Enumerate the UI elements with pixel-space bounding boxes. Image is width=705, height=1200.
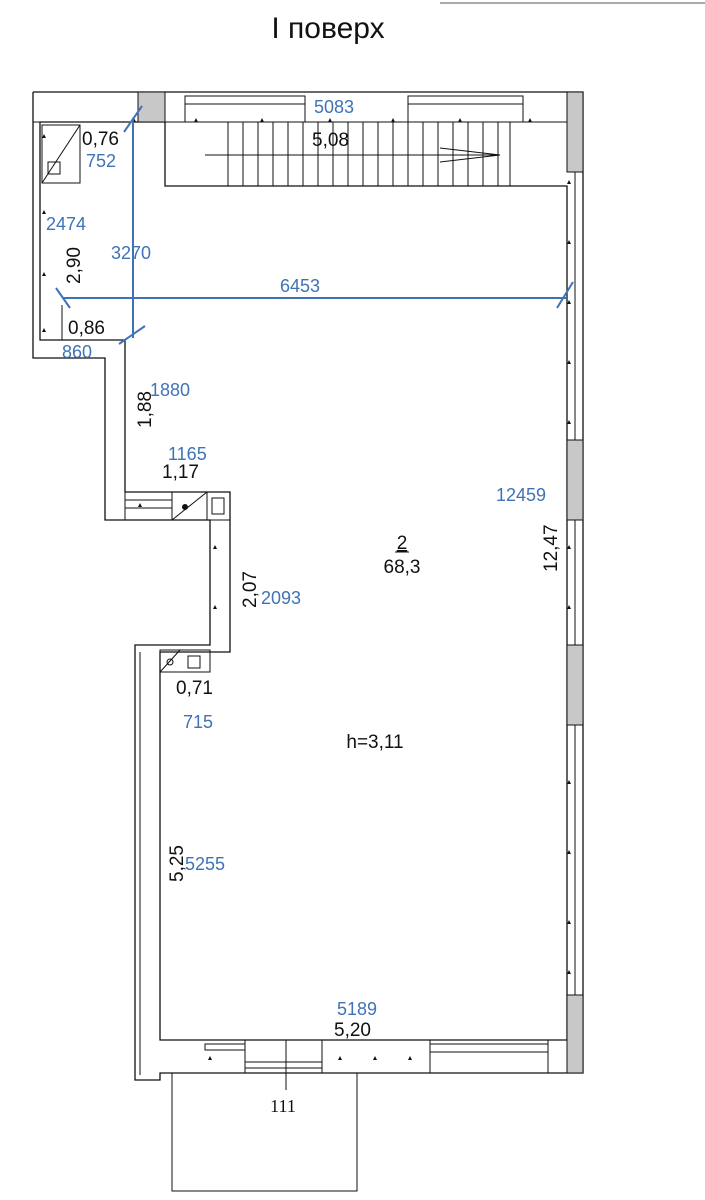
- dim-right-wall-mm: 12459: [496, 485, 546, 505]
- dim-left-wall-upper-mm: 2474: [46, 214, 86, 234]
- dim-left-mid-mm: 1880: [150, 380, 190, 400]
- dim-left-lower-mm: 5255: [185, 854, 225, 874]
- dim-left-step-m: 0,86: [68, 318, 105, 339]
- dim-right-wall-m: 12,47: [541, 524, 562, 572]
- lower-left-shaft: [159, 649, 211, 673]
- dim-bottom-wall-mm: 5189: [337, 999, 377, 1019]
- entrance-porch: [171, 1040, 358, 1192]
- room-height: h=3,11: [346, 732, 403, 753]
- dim-upper-left-short-mm: 752: [86, 151, 116, 171]
- left-step-wall: [61, 305, 125, 341]
- dim-left-offset-m: 1,17: [162, 462, 199, 483]
- top-wall-detail: [33, 91, 567, 123]
- dim-small-offset-m: 0,71: [176, 678, 213, 699]
- dim-top-wall-m: 5,08: [312, 130, 349, 151]
- room-area: 68,3: [384, 557, 421, 578]
- dim-center-wall-mm: 2093: [261, 588, 301, 608]
- dim-left-lower-m: 5,25: [167, 845, 188, 882]
- upper-left-shaft: [41, 124, 81, 184]
- staircase: [164, 121, 511, 187]
- blue-dimension-labels: 5083 752 2474 3270 6453 860 1880 1165 20…: [46, 97, 546, 1019]
- black-dimension-labels: 5,08 0,76 2,90 0,86 1,88 1,17 2,07 0,71 …: [64, 129, 562, 1041]
- entrance-label: 111: [270, 1096, 296, 1116]
- dim-diagonal-horizontal-mm: 6453: [280, 276, 320, 296]
- room-labels: 2 68,3 h=3,11: [346, 533, 420, 753]
- dim-small-offset-mm: 715: [183, 712, 213, 732]
- exterior-walls: [32, 91, 584, 1081]
- dim-left-wall-upper-m: 2,90: [64, 247, 85, 284]
- floor-title: І поверх: [271, 12, 384, 45]
- mid-left-shaft: [124, 491, 231, 521]
- dim-left-step-mm: 860: [62, 342, 92, 362]
- right-wall-detail: [566, 91, 584, 1074]
- dim-left-mid-m: 1,88: [135, 391, 156, 428]
- dim-bottom-wall-m: 5,20: [334, 1020, 371, 1041]
- dim-upper-left-short-m: 0,76: [82, 129, 119, 150]
- bottom-wall-detail: [160, 1039, 567, 1073]
- dim-left-offset-mm: 1165: [168, 444, 207, 464]
- blue-measure-lines: [55, 105, 574, 345]
- dim-top-wall-mm: 5083: [314, 97, 354, 117]
- dim-diagonal-vertical-mm: 3270: [111, 243, 151, 263]
- dim-center-wall-m: 2,07: [240, 571, 261, 608]
- room-number: 2: [397, 533, 408, 554]
